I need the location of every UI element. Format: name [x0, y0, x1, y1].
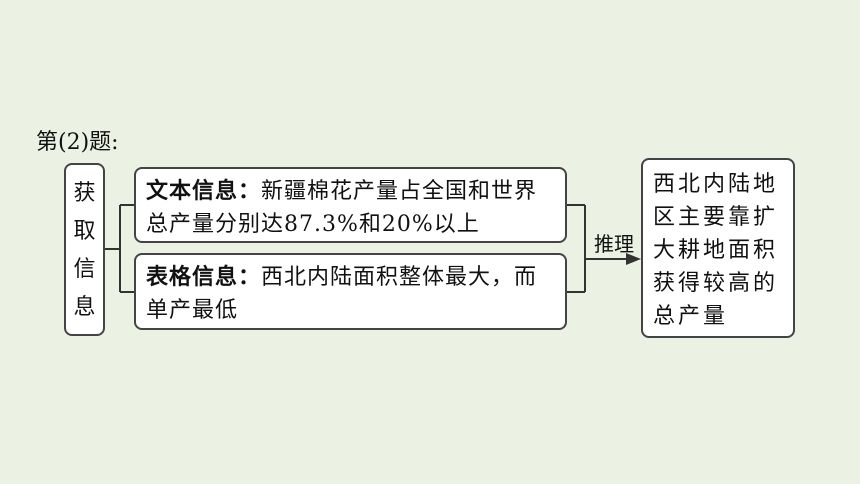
text-info-box: 文本信息：新疆棉花产量占全国和世界总产量分别达87.3%和20%以上	[134, 167, 567, 243]
acquire-info-char: 获	[73, 181, 96, 206]
text-info-text: 新疆棉花产量占全国和世界总产量分别达87.3%和20%以上	[146, 179, 538, 237]
acquire-info-char: 信	[73, 257, 96, 282]
table-info-box: 表格信息：西北内陆面积整体最大，而单产最低	[134, 253, 567, 330]
table-info-label: 表格信息：	[146, 265, 262, 290]
acquire-info-box: 获 取 信 息	[64, 163, 105, 336]
table-info-text: 西北内陆面积整体最大，而单产最低	[146, 265, 538, 323]
question-label: 第(2)题:	[36, 130, 119, 155]
acquire-info-char: 息	[73, 295, 96, 320]
acquire-info-char: 取	[73, 219, 96, 244]
conclusion-text: 西北内陆地区主要靠扩大耕地面积获得较高的总产量	[653, 172, 779, 329]
text-info-label: 文本信息：	[146, 179, 262, 204]
inference-arrow-head	[626, 253, 641, 265]
conclusion-box: 西北内陆地区主要靠扩大耕地面积获得较高的总产量	[641, 158, 795, 338]
inference-label: 推理	[594, 232, 634, 256]
